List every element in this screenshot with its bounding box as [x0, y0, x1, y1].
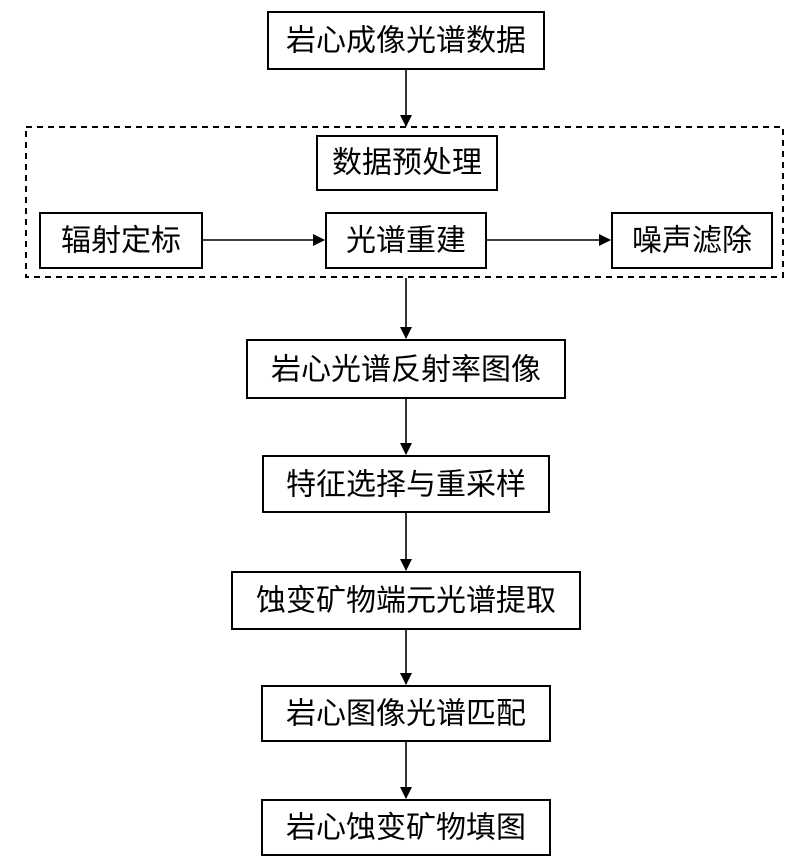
node-alteration-mapping: 岩心蚀变矿物填图 [261, 799, 551, 856]
node-spectral-reconstruction: 光谱重建 [325, 212, 487, 269]
node-spectral-matching: 岩心图像光谱匹配 [261, 685, 551, 742]
node-spectral-reconstruction-label: 光谱重建 [346, 224, 466, 259]
node-radiometric-calibration-label: 辐射定标 [61, 224, 181, 259]
node-alteration-mapping-label: 岩心蚀变矿物填图 [286, 811, 526, 846]
node-noise-removal: 噪声滤除 [611, 212, 773, 269]
node-preprocessing-label: 数据预处理 [332, 146, 482, 181]
node-radiometric-calibration: 辐射定标 [39, 212, 203, 269]
node-core-spectral-data: 岩心成像光谱数据 [267, 11, 545, 70]
node-reflectance-image-label: 岩心光谱反射率图像 [271, 353, 541, 388]
node-endmember-extraction-label: 蚀变矿物端元光谱提取 [256, 584, 556, 619]
node-endmember-extraction: 蚀变矿物端元光谱提取 [231, 571, 581, 630]
node-feature-selection-label: 特征选择与重采样 [286, 468, 526, 503]
node-feature-selection: 特征选择与重采样 [262, 455, 550, 513]
node-preprocessing: 数据预处理 [316, 135, 498, 191]
preprocessing-group-frame [25, 126, 784, 278]
node-noise-removal-label: 噪声滤除 [632, 224, 752, 259]
node-core-spectral-data-label: 岩心成像光谱数据 [286, 24, 526, 59]
node-spectral-matching-label: 岩心图像光谱匹配 [286, 697, 526, 732]
node-reflectance-image: 岩心光谱反射率图像 [246, 339, 566, 399]
